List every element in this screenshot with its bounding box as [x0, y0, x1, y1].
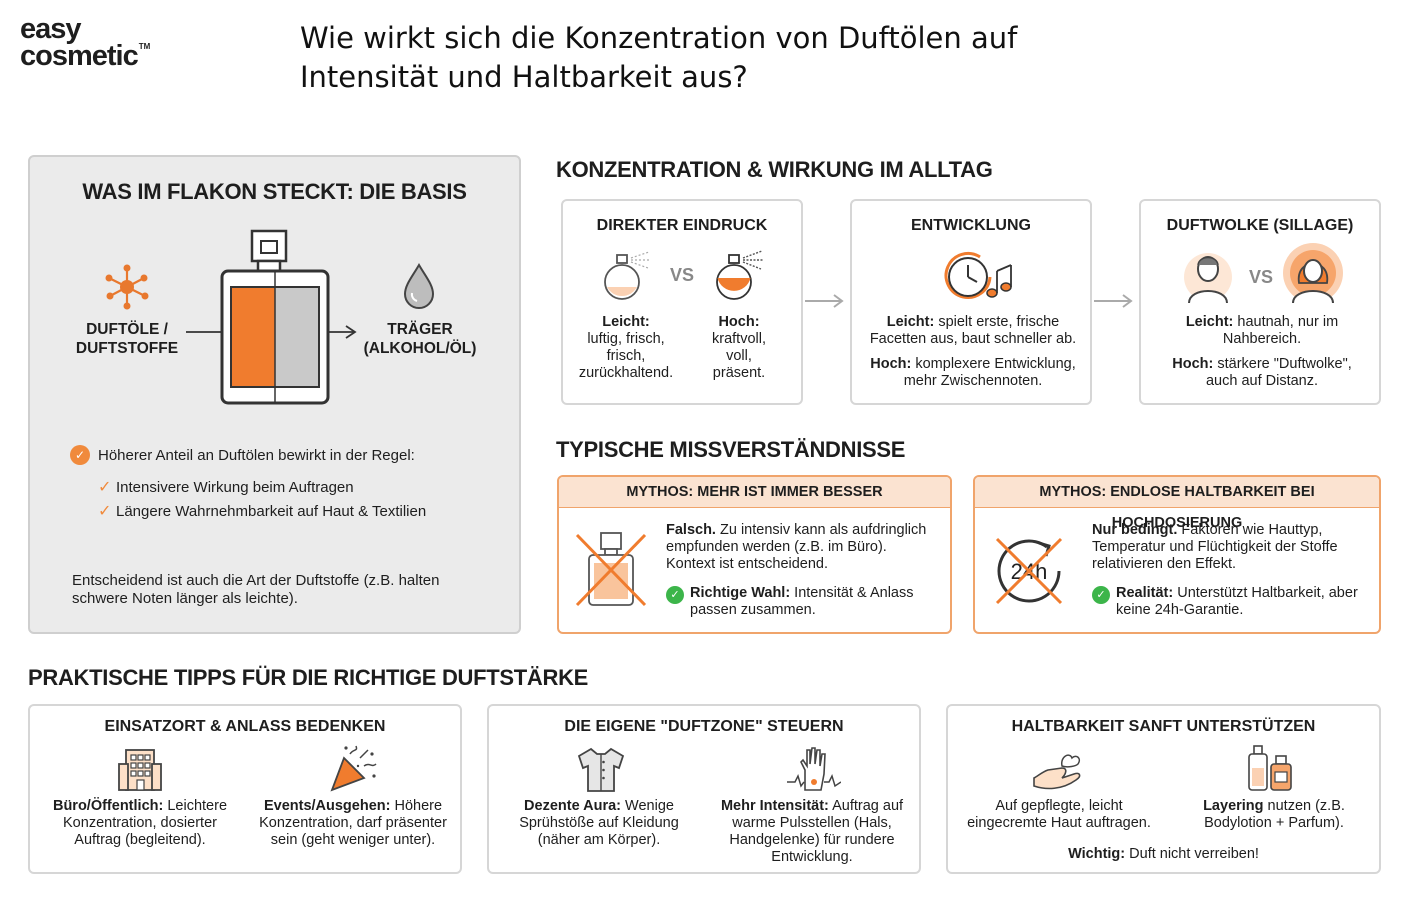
vs-label: VS: [670, 265, 695, 285]
tip-title: DIE EIGENE "DUFTZONE" STEUERN: [564, 718, 844, 735]
tip-option-b: Events/Ausgehen: Höhere Konzentration, d…: [259, 798, 447, 848]
crossed-24h-icon: 24h: [995, 537, 1063, 605]
basis-panel: WAS IM FLAKON STECKT: DIE BASIS DUFTÖLE …: [28, 155, 521, 634]
tip-note: Wichtig: Duft nicht verreiben!: [1068, 846, 1259, 862]
check-icon: ✓: [98, 503, 112, 520]
tip-option-b: Mehr Intensität: Auftrag auf warme Pulss…: [720, 798, 904, 865]
card-duftwolke: DUFTWOLKE (SILLAGE) VS Leicht: hautnah, …: [1139, 199, 1381, 405]
high-description: Hoch: komplexere Entwicklung, mehr Zwisc…: [870, 356, 1076, 389]
tip-option-a: Auf gepflegte, leicht eingecremte Haut a…: [967, 798, 1151, 831]
basis-lead: ✓ Höherer Anteil an Duftölen bewirkt in …: [70, 445, 415, 465]
oils-label: DUFTÖLE /DUFTSTOFFE: [75, 321, 179, 357]
page-title: Wie wirkt sich die Konzentration von Duf…: [300, 19, 1100, 97]
hand-pulse-icon: [787, 747, 841, 791]
myth-card-mehr-besser: MYTHOS: MEHR IST IMMER BESSER Falsch. Zu…: [557, 475, 952, 634]
basis-bullet: ✓Intensivere Wirkung beim Auftragen: [98, 479, 354, 496]
brand-logo: easy cosmeticTM: [20, 13, 190, 72]
alltag-title: KONZENTRATION & WIRKUNG IM ALLTAG: [556, 157, 993, 182]
crossed-bottle-icon: [575, 532, 647, 607]
trademark: TM: [138, 41, 151, 51]
myths-title: TYPISCHE MISSVERSTÄNDNISSE: [556, 437, 906, 462]
page-title-line-2: Intensität und Haltbarkeit aus?: [300, 60, 748, 94]
tips-title: PRAKTISCHE TIPPS FÜR DIE RICHTIGE DUFTST…: [28, 665, 589, 690]
tip-title: HALTBARKEIT SANFT UNTERSTÜTZEN: [1011, 718, 1316, 735]
tip-option-a: Büro/Öffentlich: Leichtere Konzentration…: [52, 798, 228, 848]
check-circle-icon: ✓: [1092, 586, 1110, 604]
light-description: Leicht: spielt erste, frische Facetten a…: [869, 314, 1077, 347]
myth-explanation: Falsch. Zu intensiv kann als aufdringlic…: [666, 522, 927, 572]
arrow-right-icon: [805, 294, 844, 308]
myth-correction: ✓ Realität: Unterstützt Haltbarkeit, abe…: [1092, 585, 1377, 619]
card-title: DUFTWOLKE (SILLAGE): [1166, 217, 1354, 234]
check-icon: ✓: [98, 479, 112, 496]
myth-heading: MYTHOS: ENDLOSE HALTBARKEIT BEI HOCHDOSI…: [975, 477, 1379, 531]
myth-explanation: Nur bedingt. Faktoren wie Hauttyp, Tempe…: [1092, 522, 1338, 572]
office-building-icon: [118, 749, 162, 791]
tip-option-b: Layering nutzen (z.B. Bodylotion + Parfu…: [1203, 798, 1345, 831]
myth-heading: MYTHOS: MEHR IST IMMER BESSER: [559, 477, 950, 508]
molecule-icon: [105, 264, 149, 310]
basis-note: Entscheidend ist auch die Art der Duftst…: [72, 572, 440, 607]
card-entwicklung: ENTWICKLUNG Leicht: spielt erste, frisch…: [850, 199, 1092, 405]
basis-bullet: ✓Längere Wahrnehmbarkeit auf Haut & Text…: [98, 503, 427, 520]
drop-icon: [403, 263, 435, 309]
card-title: DIREKTER EINDRUCK: [596, 217, 768, 234]
cream-hand-icon: [1033, 754, 1081, 790]
spray-bottle-light-icon: [604, 251, 650, 300]
basis-title: WAS IM FLAKON STECKT: DIE BASIS: [82, 179, 467, 204]
page-title-line-1: Wie wirkt sich die Konzentration von Duf…: [300, 21, 1018, 55]
myth-correction: ✓ Richtige Wahl: Intensität & Anlass pas…: [666, 585, 946, 619]
tip-title: EINSATZORT & ANLASS BEDENKEN: [104, 718, 386, 735]
tip-card-einsatzort: EINSATZORT & ANLASS BEDENKEN Büro/Öffent…: [28, 704, 462, 874]
vs-label: VS: [1249, 267, 1274, 287]
light-description: Leicht: hautnah, nur im Nahbereich.: [1185, 314, 1339, 347]
spray-bottle-strong-icon: [716, 250, 763, 300]
shirt-icon: [577, 747, 625, 792]
card-title: ENTWICKLUNG: [911, 217, 1031, 234]
tip-option-a: Dezente Aura: Wenige Sprühstöße auf Klei…: [519, 798, 679, 848]
card-direkter-eindruck: DIREKTER EINDRUCK VS Leicht: luftig, fri…: [561, 199, 803, 405]
perfume-bottle-icon: [220, 229, 330, 405]
clock-music-icon: [944, 252, 1012, 299]
tip-card-duftzone: DIE EIGENE "DUFTZONE" STEUERN Dezente Au…: [487, 704, 921, 874]
check-circle-icon: ✓: [70, 445, 90, 465]
party-popper-icon: [330, 745, 377, 792]
person-strong-icon: [1283, 243, 1343, 304]
myth-card-haltbarkeit: MYTHOS: ENDLOSE HALTBARKEIT BEI HOCHDOSI…: [973, 475, 1381, 634]
arrow-right-icon: [1094, 294, 1133, 308]
brand-line-2: cosmeticTM: [20, 39, 151, 72]
high-description: Hoch: stärkere "Duftwolke", auch auf Dis…: [1172, 356, 1352, 389]
check-circle-icon: ✓: [666, 586, 684, 604]
tip-card-haltbarkeit: HALTBARKEIT SANFT UNTERSTÜTZEN Auf gepfl…: [946, 704, 1381, 874]
person-light-icon: [1184, 253, 1232, 304]
layering-bottles-icon: [1248, 745, 1292, 791]
light-description: Leicht: luftig, frisch, frisch, zurückha…: [578, 314, 674, 381]
brand-line-1: easy: [20, 13, 82, 45]
carrier-label: TRÄGER(ALKOHOL/ÖL): [363, 321, 477, 357]
high-description: Hoch: kraftvoll, voll, präsent.: [712, 314, 766, 381]
